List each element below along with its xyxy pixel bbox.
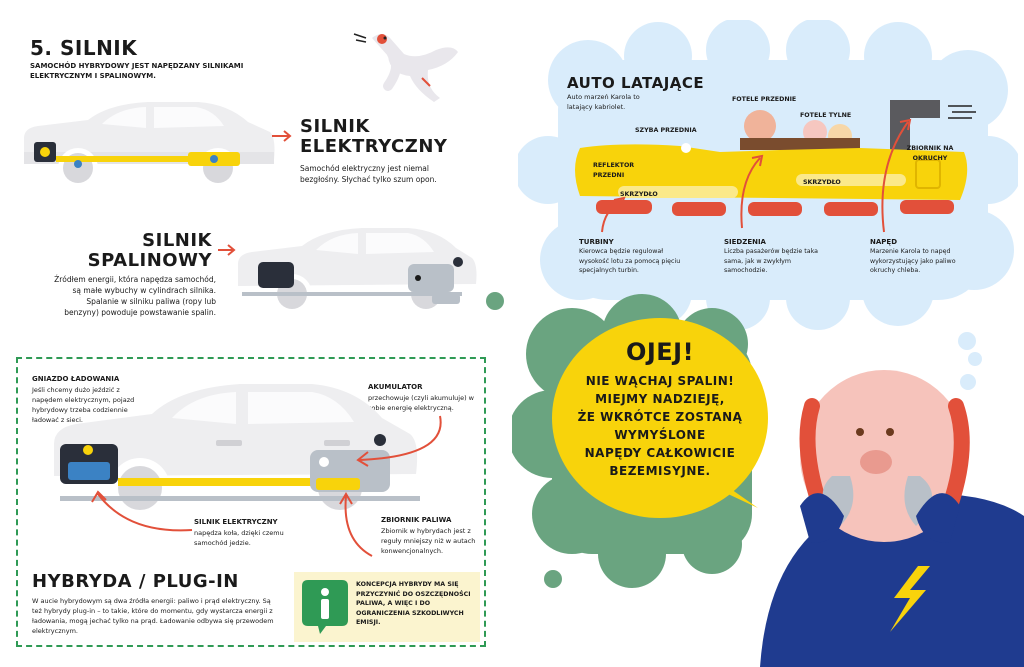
bubble-tail: [718, 480, 758, 508]
bubble-line-3: ŻE WKRÓTCE ZOSTANĄ: [577, 410, 743, 424]
combustion-car-illustration: [238, 228, 477, 314]
arrow-icon: [601, 196, 626, 233]
flying-title: AUTO LATAJĄCE: [567, 74, 705, 92]
speech-bubble: [552, 318, 768, 518]
arrow-icon: [339, 492, 373, 557]
lightning-icon: [890, 566, 930, 632]
electric-text: Samochód elektryczny jest niemal bezgłoś…: [300, 164, 437, 184]
thought-dot: [960, 374, 976, 390]
character-illustration: [760, 370, 1024, 667]
arrow-icon: [881, 118, 912, 233]
flying-subtitle: Auto marzeń Karola to latający kabriolet…: [567, 93, 640, 111]
label-rear-seats: FOTELE TYLNE: [800, 112, 852, 119]
thought-dot: [958, 332, 976, 350]
socket-text: Jeśli chcemy dużo jeździć z napędem elek…: [32, 386, 135, 424]
socket-title: GNIAZDO ŁADOWANIA: [32, 375, 120, 383]
arrow-icon: [272, 130, 292, 142]
info-text: KONCEPCJA HYBRYDY MA SIĘ PRZYCZYNIĆ DO O…: [356, 581, 471, 626]
tank-title: ZBIORNIK PALIWA: [381, 516, 452, 524]
bubble-exclaim: OJEJ!: [625, 338, 695, 366]
label-wing-1: SKRZYDŁO: [620, 191, 658, 198]
label-windshield: SZYBA PRZEDNIA: [635, 127, 697, 134]
section-title: 5. SILNIK: [30, 36, 138, 60]
motor-text: napędza koła, dzięki czemu samochód jedz…: [194, 529, 284, 547]
electric-title-2: ELEKTRYCZNY: [300, 136, 448, 157]
hybrid-box: [16, 357, 486, 647]
turbines-text: Kierowca będzie regulował wysokość lotu …: [579, 248, 681, 274]
turbines-title: TURBINY: [579, 238, 614, 246]
bubble-line-2: MIEJMY NADZIEJĘ,: [595, 392, 725, 406]
bubble-line-5: NAPĘDY CAŁKOWICIE: [584, 446, 736, 460]
label-front-seats: FOTELE PRZEDNIE: [732, 96, 797, 103]
bubble-line-6: BEZEMISYJNE.: [609, 464, 711, 478]
arrow-icon: [218, 244, 236, 256]
electric-title-1: SILNIK: [300, 116, 370, 137]
bubble-line-1: NIE WĄCHAJ SPALIN!: [585, 374, 735, 388]
combustion-title-2: SPALINOWY: [87, 250, 212, 271]
motor-title: SILNIK ELEKTRYCZNY: [194, 518, 278, 526]
drive-title: NAPĘD: [870, 238, 897, 246]
arrow-icon: [91, 490, 193, 532]
green-dot: [486, 292, 504, 310]
arrow-icon: [740, 154, 764, 229]
label-wing-2: SKRZYDŁO: [803, 179, 841, 186]
green-dot: [544, 570, 562, 588]
tank-text: Zbiornik w hybrydach jest z reguły mniej…: [381, 527, 476, 555]
combustion-text: Źródłem energii, która napędza samochód,…: [54, 275, 216, 317]
bird-illustration: [353, 33, 458, 102]
seats-title: SIEDZENIA: [724, 238, 766, 246]
section-intro: SAMOCHÓD HYBRYDOWY JEST NAPĘDZANY SILNIK…: [30, 62, 244, 80]
battery-title: AKUMULATOR: [368, 383, 423, 391]
seats-text: Liczba pasażerów będzie taka sama, jak w…: [724, 248, 819, 274]
thought-dot: [968, 352, 982, 366]
plugin-text: W aucie hybrydowym są dwa źródła energii…: [32, 597, 274, 635]
label-headlight: REFLEKTOR PRZEDNI: [593, 162, 635, 179]
battery-text: przechowuje (czyli akumuluje) w sobie en…: [368, 394, 474, 412]
label-tank: ZBIORNIK NA OKRUCHY: [906, 145, 954, 162]
electric-car-illustration: [24, 102, 275, 188]
plugin-title: HYBRYDA / PLUG-IN: [32, 571, 239, 592]
combustion-title-1: SILNIK: [142, 230, 212, 251]
info-icon: [302, 580, 348, 634]
arrow-icon: [356, 415, 442, 467]
bubble-line-4: WYMYŚLONE: [614, 428, 706, 442]
flying-car-illustration: [575, 100, 976, 216]
drive-text: Marzenie Karola to napęd wykorzystujący …: [870, 248, 956, 274]
hybrid-car-illustration: [54, 384, 420, 518]
